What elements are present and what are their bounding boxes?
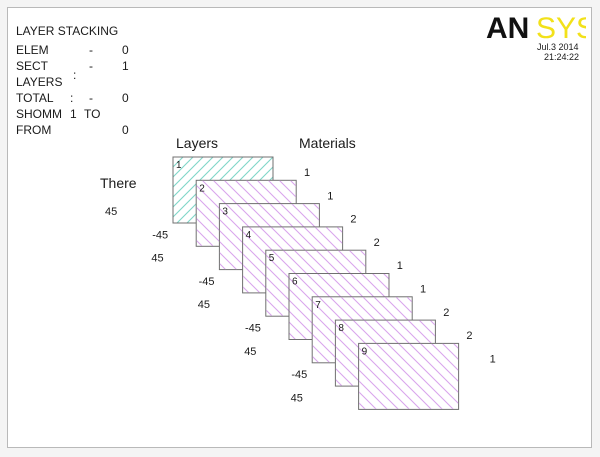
material-label-1: 1: [304, 167, 310, 179]
material-label-6: 1: [420, 284, 426, 296]
layer-number-5: 5: [269, 253, 275, 264]
layer-9-hatch: [359, 343, 459, 409]
layer-number-7: 7: [315, 300, 321, 311]
layers-colon: :: [73, 68, 77, 82]
materials-header: Materials: [299, 135, 356, 151]
theta-label-3: 45: [151, 253, 163, 265]
elem-dash: -: [89, 43, 93, 57]
material-label-4: 2: [374, 237, 380, 249]
layer-number-9: 9: [362, 346, 368, 357]
from-value: 0: [122, 123, 129, 137]
layers-header: Layers: [176, 135, 219, 151]
date-stamp: Jul.3 2014: [537, 42, 579, 52]
material-label-2: 1: [327, 190, 333, 202]
shown-to: TO: [84, 107, 101, 121]
total-label: TOTAL: [16, 91, 54, 105]
theta-label-7: 45: [244, 346, 256, 358]
theta-label-1: 45: [105, 206, 117, 218]
theta-label-2: -45: [152, 229, 168, 241]
material-label-3: 2: [350, 214, 356, 226]
plot-title: LAYER STACKING: [16, 24, 119, 38]
material-label-7: 2: [443, 307, 449, 319]
shown-value: 1: [70, 107, 77, 121]
sect-label: SECT: [16, 59, 49, 73]
layers-label: LAYERS: [16, 75, 63, 89]
total-colon: :: [70, 91, 74, 105]
sect-dash: -: [89, 59, 93, 73]
layer-number-1: 1: [176, 160, 182, 171]
from-label: FROM: [16, 123, 52, 137]
layer-number-4: 4: [246, 230, 252, 241]
material-label-9: 1: [490, 353, 496, 365]
layer-number-6: 6: [292, 277, 298, 288]
total-dash: -: [89, 91, 93, 105]
total-value: 0: [122, 91, 129, 105]
theta-label-6: -45: [245, 323, 261, 335]
theta-label-8: -45: [291, 369, 307, 381]
theta-label-9: 45: [291, 392, 303, 404]
layer-number-8: 8: [338, 323, 344, 334]
time-stamp: 21:24:22: [544, 52, 580, 62]
material-label-8: 2: [466, 330, 472, 342]
elem-label: ELEM: [16, 43, 49, 57]
sect-value: 1: [122, 59, 129, 73]
shown-label: SHOMM: [16, 107, 62, 121]
elem-value: 0: [122, 43, 129, 57]
material-label-5: 1: [397, 260, 403, 272]
theta-header: There: [100, 175, 137, 191]
layer-number-2: 2: [199, 183, 205, 194]
ansys-logo-icon: AN SYS: [486, 12, 586, 42]
logo-text-dark: AN: [486, 12, 529, 42]
theta-label-5: 45: [198, 299, 210, 311]
theta-label-4: -45: [199, 276, 215, 288]
logo-text-light: SYS: [536, 12, 586, 42]
layer-number-3: 3: [222, 207, 228, 218]
